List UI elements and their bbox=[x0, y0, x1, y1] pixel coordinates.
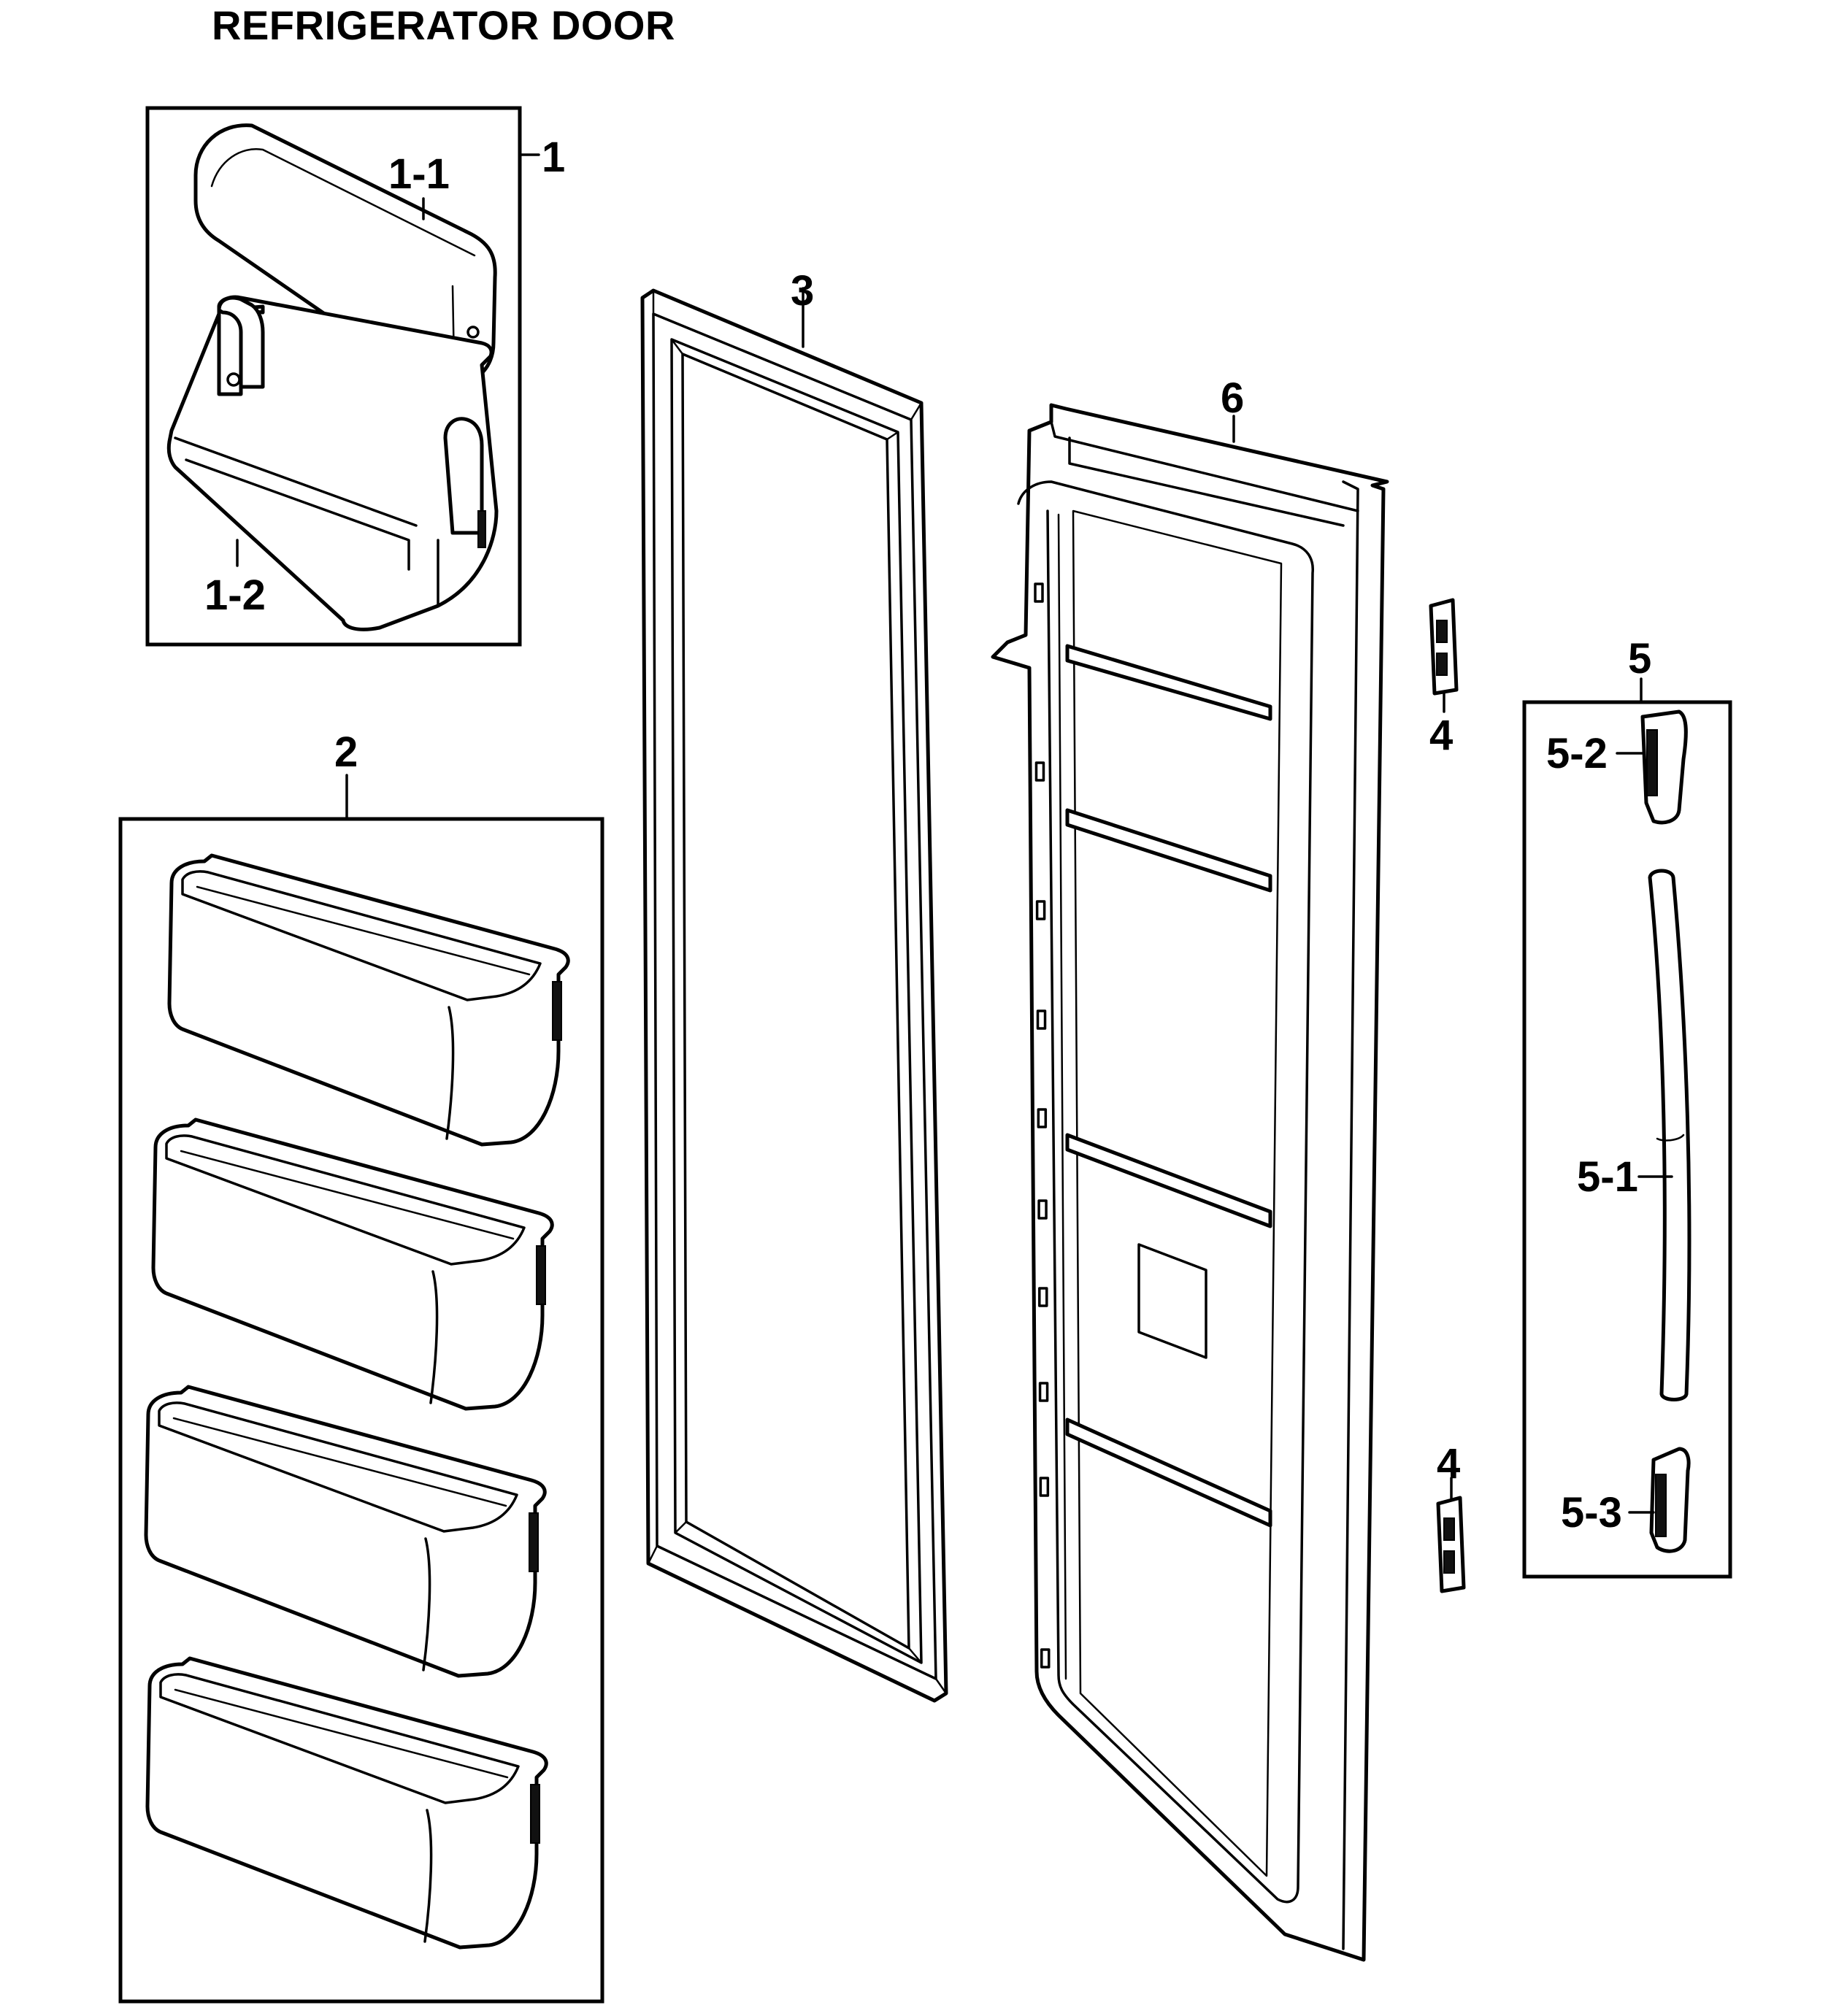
handle-bar-5-1: 5-1 bbox=[1577, 869, 1692, 1401]
part-3-gasket: 3 bbox=[640, 267, 948, 1703]
part-4-top: 4 bbox=[1429, 598, 1459, 759]
callout-1-1: 1-1 bbox=[388, 150, 450, 198]
lower-handle-cap-5-3: 5-3 bbox=[1561, 1447, 1691, 1553]
door-slot-9 bbox=[1039, 1477, 1050, 1497]
door-slot-8 bbox=[1038, 1382, 1049, 1402]
door-guard-4 bbox=[145, 1656, 548, 1950]
callout-3: 3 bbox=[791, 267, 814, 315]
callout-1-2: 1-2 bbox=[204, 572, 266, 619]
part-2-group: 2 bbox=[118, 728, 604, 2004]
part-5-frame bbox=[1522, 700, 1732, 1579]
part-2-frame bbox=[118, 817, 604, 2004]
door-guard-1 bbox=[167, 853, 570, 1147]
callout-5-1: 5-1 bbox=[1577, 1153, 1638, 1201]
callout-2: 2 bbox=[334, 728, 358, 776]
callout-5-3: 5-3 bbox=[1561, 1489, 1622, 1536]
door-guards-layer bbox=[144, 853, 570, 1950]
callout-4-bottom: 4 bbox=[1437, 1440, 1460, 1488]
part-5-group: 5 5-2 5-1 5-3 bbox=[1522, 635, 1732, 1579]
part-1-group: 1-1 1 1-2 bbox=[145, 106, 565, 647]
door-slot-6 bbox=[1037, 1199, 1048, 1220]
upper-handle-cap-5-2: 5-2 bbox=[1546, 709, 1688, 825]
door-slot-4 bbox=[1036, 1009, 1047, 1030]
part-6-door: 6 bbox=[991, 374, 1389, 1962]
door-slot-2 bbox=[1034, 761, 1045, 782]
diagram-title: REFRIGERATOR DOOR bbox=[212, 2, 675, 48]
door-guard-2 bbox=[151, 1117, 554, 1411]
door-slot-5 bbox=[1037, 1108, 1048, 1128]
dairy-bin-1-2 bbox=[166, 295, 499, 631]
part-4-bottom: 4 bbox=[1436, 1440, 1466, 1593]
callout-5: 5 bbox=[1628, 635, 1651, 682]
callout-6: 6 bbox=[1221, 374, 1244, 422]
door-slot-10 bbox=[1040, 1648, 1051, 1669]
door-slot-7 bbox=[1038, 1287, 1048, 1307]
callout-4-top: 4 bbox=[1429, 712, 1453, 759]
door-slot-3 bbox=[1035, 900, 1046, 920]
part-1-frame bbox=[145, 106, 522, 647]
callout-1: 1 bbox=[542, 134, 565, 181]
door-slot-1 bbox=[1034, 582, 1044, 603]
door-slots bbox=[1034, 582, 1051, 1669]
door-guard-3 bbox=[144, 1385, 547, 1678]
callout-5-2: 5-2 bbox=[1546, 730, 1608, 777]
